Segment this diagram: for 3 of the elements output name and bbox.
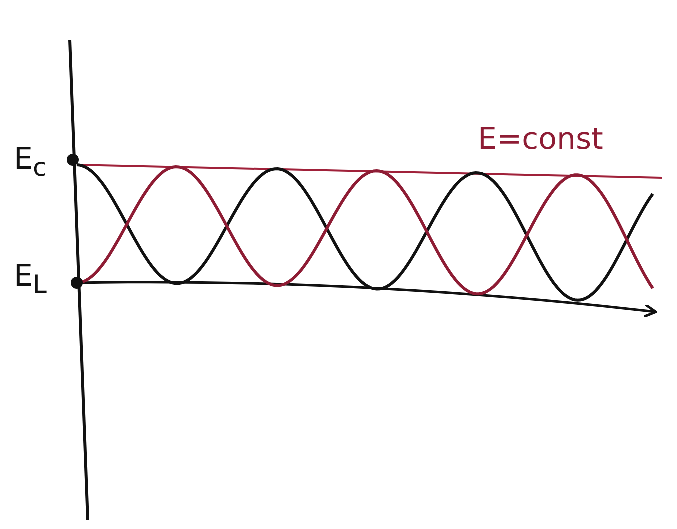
energy-label: E$_{c}$ xyxy=(14,145,47,180)
energy-label: E$_{L}$ xyxy=(14,262,47,297)
equation-label: E=const xyxy=(478,125,604,155)
